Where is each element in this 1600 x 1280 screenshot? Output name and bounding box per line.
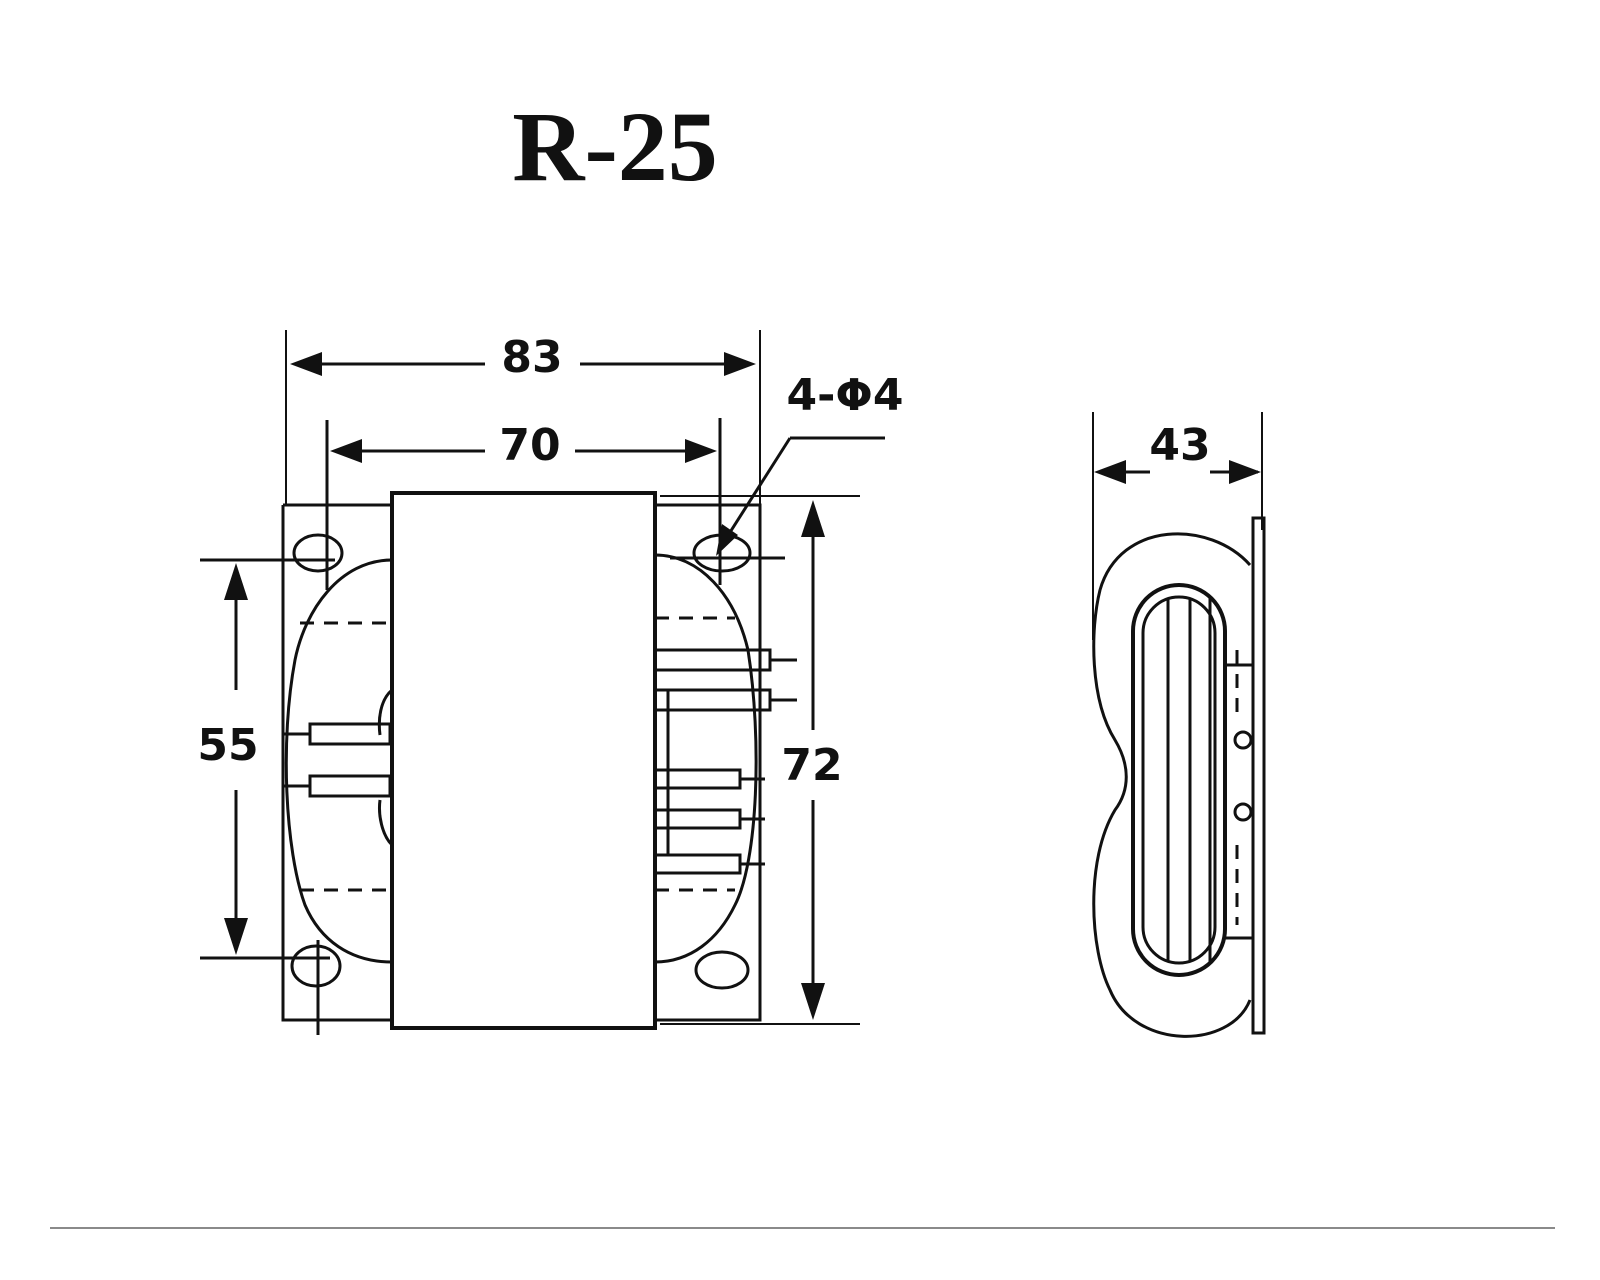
coil-outline-left: [284, 558, 393, 964]
dim-label-70: 70: [499, 420, 560, 471]
dim-label-72: 72: [781, 740, 842, 791]
side-mounting-plate: [1251, 516, 1266, 1035]
dimension-55: 55: [197, 563, 259, 955]
side-view: 43: [1092, 412, 1266, 1038]
model-title: R-25: [512, 91, 718, 202]
dim-label-holes: 4-Φ4: [787, 370, 904, 421]
terminals-right: [653, 648, 797, 875]
dimension-43: 43: [1094, 420, 1261, 484]
side-coil-outline: [1092, 532, 1252, 1038]
coil-inner-left: [377, 688, 394, 847]
dimension-83: 83: [290, 332, 756, 383]
terminals-left: [282, 722, 392, 798]
mounting-hole-top-left: [292, 533, 344, 573]
transformer-core: [390, 491, 657, 1030]
dim-label-43: 43: [1149, 420, 1210, 471]
coil-outline-right: [654, 553, 758, 964]
side-terminal-pin: [1233, 802, 1253, 822]
side-coil-inner: [1131, 583, 1227, 977]
dim-label-55: 55: [197, 720, 258, 771]
side-coil-core: [1141, 595, 1217, 965]
mounting-hole-bottom-left: [290, 944, 342, 988]
mounting-plate: [281, 503, 762, 1022]
mounting-hole-bottom-right: [694, 950, 750, 990]
front-view: 83 70 4-Φ4 55: [197, 330, 903, 1035]
dim-label-83: 83: [501, 332, 562, 383]
side-terminal-pin: [1233, 730, 1253, 750]
dimension-72: 72: [660, 495, 860, 1025]
dimension-holes-callout: 4-Φ4: [716, 370, 903, 556]
dimension-70: 70: [330, 420, 717, 471]
